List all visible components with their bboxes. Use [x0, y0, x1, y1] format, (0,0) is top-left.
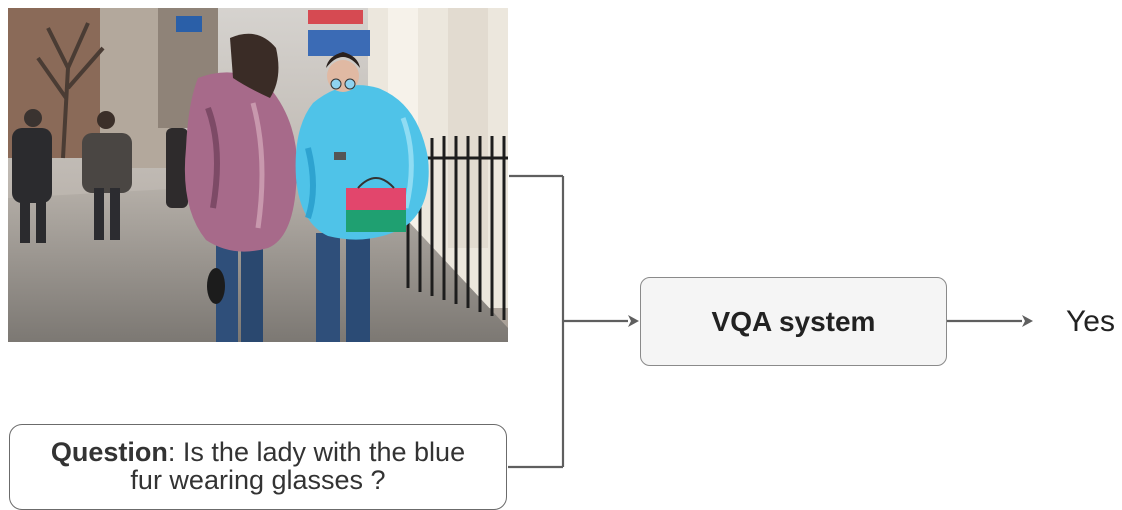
sunglasses-icon [330, 78, 342, 90]
vqa-system-box: VQA system [640, 277, 947, 366]
question-label: Question [50, 437, 168, 467]
bare-tree [36, 22, 105, 159]
question-text: Question: Is the lady with the blue fur … [51, 438, 465, 494]
street-sign [176, 16, 202, 32]
arrowhead-to-answer-icon [1022, 315, 1033, 327]
internet-sign [308, 30, 370, 56]
answer-text: Yes [1066, 305, 1115, 338]
question-line-2: fur wearing glasses ? [130, 465, 386, 495]
vqa-system-label: VQA system [711, 305, 876, 337]
street-photo [8, 8, 508, 342]
question-box: Question: Is the lady with the blue fur … [9, 424, 507, 510]
question-separator: : [167, 437, 183, 467]
arrowhead-to-system-icon [628, 315, 639, 327]
phone [334, 152, 346, 160]
woman-blue-fur [295, 52, 429, 342]
question-line-1: Is the lady with the blue [182, 437, 466, 467]
background-pedestrians [12, 109, 188, 243]
handbag [346, 188, 406, 210]
woman-pink-fur [184, 33, 298, 342]
